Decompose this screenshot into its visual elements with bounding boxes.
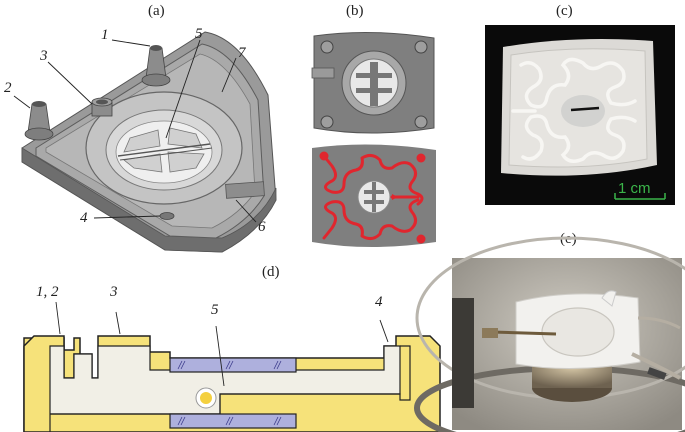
photo-e (414, 236, 685, 432)
glass-window-bottom (169, 413, 297, 429)
label-a-7: 7 (238, 45, 246, 61)
label-a-1: 1 (101, 27, 109, 43)
port-1 (141, 45, 171, 87)
scale-bar-label: 1 cm (618, 180, 651, 197)
label-d-5: 5 (211, 302, 219, 318)
channel-6-notch (225, 181, 265, 199)
label-a-2: 2 (4, 80, 12, 96)
port-2 (24, 101, 54, 141)
channel-layout (312, 144, 436, 247)
label-a-6: 6 (258, 219, 266, 235)
window-5 (117, 127, 213, 173)
panel-label-c: (c) (556, 3, 573, 19)
photo-c (485, 25, 675, 205)
panel-label-b: (b) (346, 3, 364, 19)
device-top-view (311, 31, 435, 134)
label-d-3: 3 (110, 284, 118, 300)
panel-label-a: (a) (148, 3, 165, 19)
cross-section (23, 301, 441, 432)
channel-path-lower (322, 198, 420, 241)
panel-label-d: (d) (262, 264, 280, 280)
glass-window-top (169, 357, 297, 373)
device-3d-render (13, 31, 277, 253)
label-d-4: 4 (375, 294, 383, 310)
channel-path-upper (322, 153, 424, 206)
label-a-5: 5 (195, 26, 203, 42)
label-d-1-2: 1, 2 (36, 284, 59, 300)
hole-4 (159, 212, 175, 220)
label-a-4: 4 (80, 210, 88, 226)
label-a-3: 3 (40, 48, 48, 64)
port-3 (91, 97, 113, 117)
